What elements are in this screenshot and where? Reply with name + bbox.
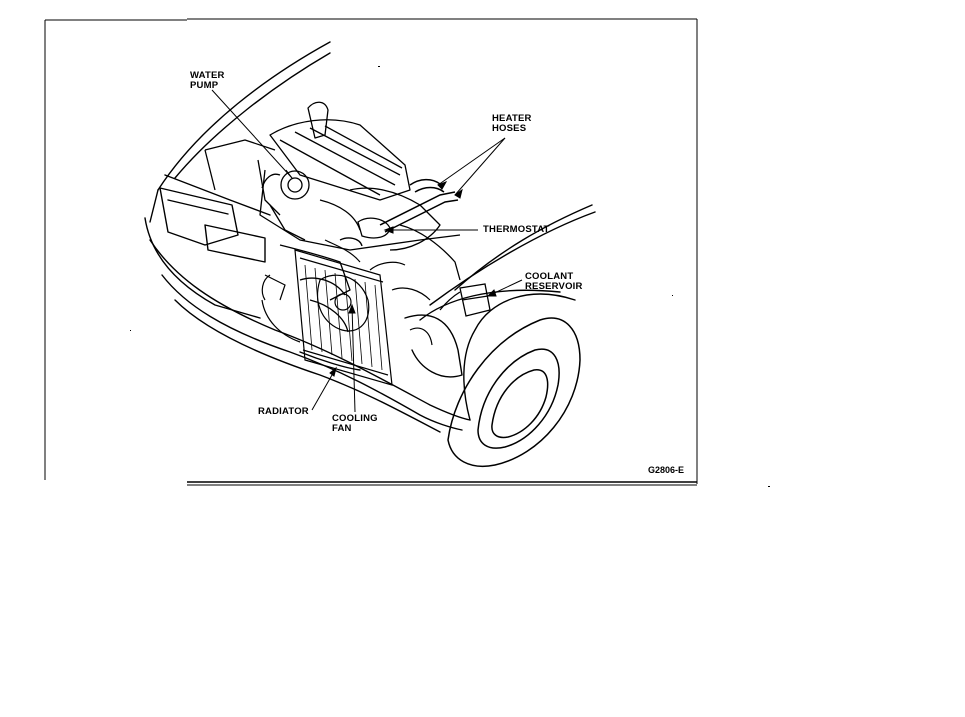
thermostat-housing — [339, 217, 391, 247]
label-heater-hoses-line2: HOSES — [492, 123, 527, 134]
label-heater-hoses-line1: HEATER — [492, 113, 532, 124]
figure-code: G2806-E — [648, 465, 685, 475]
car-body — [144, 41, 596, 433]
label-water-pump-line1: WATER — [190, 70, 225, 81]
coolant-reservoir — [439, 283, 491, 317]
label-coolant-reservoir: COOLANT RESERVOIR — [525, 272, 583, 292]
label-coolant-reservoir-line1: COOLANT — [525, 271, 574, 282]
label-cooling-fan-line1: COOLING — [332, 413, 378, 424]
radiator-support — [261, 274, 301, 343]
label-heater-hoses: HEATER HOSES — [492, 114, 532, 134]
label-thermostat: THERMOSTAT — [483, 225, 550, 235]
label-thermostat-text: THERMOSTAT — [483, 224, 550, 235]
label-cooling-fan-line2: FAN — [332, 423, 352, 434]
figure-frame — [44, 18, 698, 486]
front-wheel — [447, 317, 581, 467]
label-coolant-reservoir-line2: RESERVOIR — [525, 281, 583, 292]
leader-lines — [211, 89, 523, 413]
label-radiator-text: RADIATOR — [258, 406, 309, 417]
scan-specks — [130, 66, 770, 487]
label-water-pump: WATER PUMP — [190, 71, 225, 91]
label-radiator: RADIATOR — [258, 407, 309, 417]
label-cooling-fan: COOLING FAN — [332, 414, 378, 434]
label-water-pump-line2: PUMP — [190, 80, 219, 91]
engine — [204, 101, 461, 333]
heater-hoses — [379, 178, 459, 233]
radiator — [294, 249, 393, 386]
